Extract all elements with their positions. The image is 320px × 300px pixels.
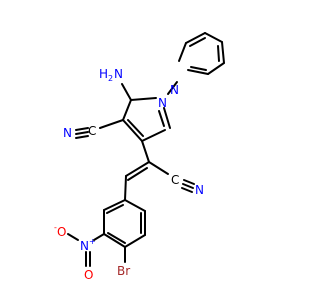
amino-bond: [121, 83, 132, 101]
chemical-structure-diagram: H 2 N N N C N C N O - N + O Br: [54, 32, 225, 282]
nitrile-right-n-label: N: [195, 183, 204, 197]
nitrile-left-n-label: N: [63, 126, 72, 140]
nitrile-left-bond: [75, 119, 124, 139]
nitrophenyl-ring: [103, 175, 146, 248]
amino-n-label: N: [114, 67, 123, 81]
nitro-nitrogen-label: N: [80, 239, 89, 253]
pyrazole-n2-label: N: [158, 96, 167, 110]
amino-h-label: H: [99, 67, 108, 81]
nitro-oxygen-charge: -: [54, 223, 57, 232]
nitro-oxygen-label: O: [57, 225, 66, 239]
nitrile-right-c-label: C: [171, 173, 179, 187]
phenyl-ring: [178, 32, 225, 75]
nitrile-left-c-label: C: [88, 124, 96, 138]
atom-label-amino: H 2 N: [99, 67, 123, 83]
bromine-label: Br: [117, 264, 130, 278]
substituent-bonds: [67, 233, 126, 267]
pyrazole-n1-label: N: [170, 83, 179, 97]
amino-subscript: 2: [108, 74, 113, 83]
nitro-nitrogen-charge: +: [89, 237, 96, 246]
nitro-oxygen-bottom-label: O: [84, 268, 93, 282]
pyrazole-ring: [122, 81, 178, 142]
alkene-bonds: [125, 140, 195, 193]
